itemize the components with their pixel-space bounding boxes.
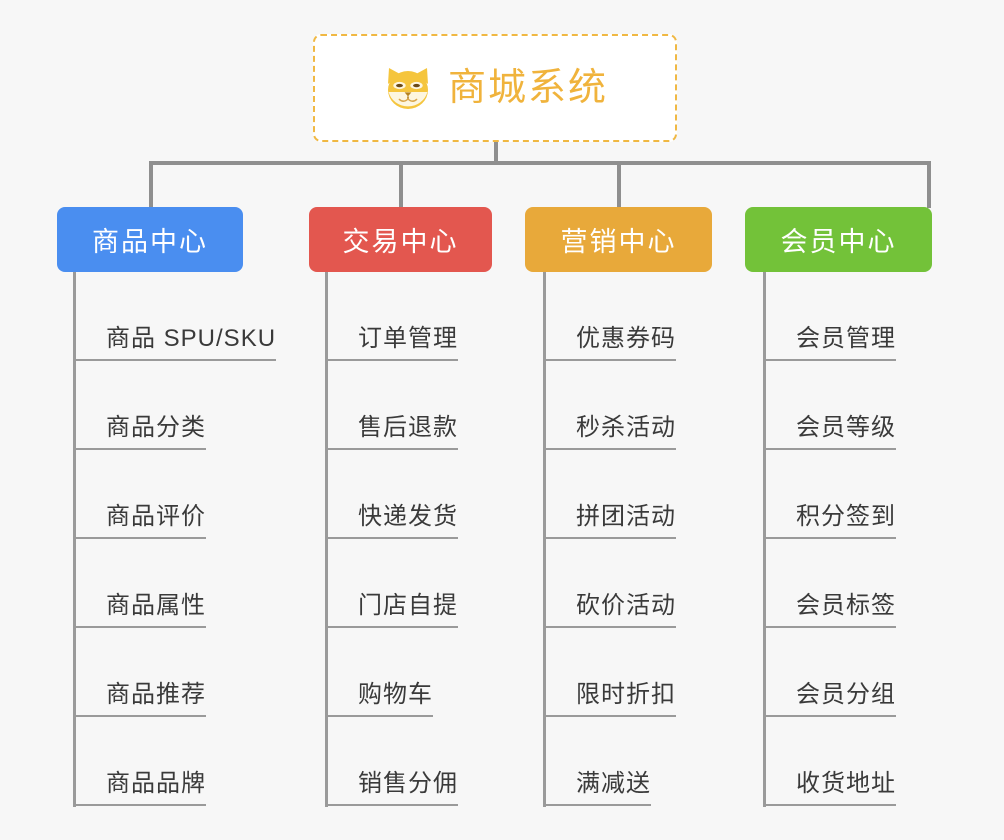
leaf-item: 会员标签 bbox=[766, 539, 896, 628]
leaf-label[interactable]: 积分签到 bbox=[766, 503, 896, 539]
leaf-item: 会员管理 bbox=[766, 272, 896, 361]
leaf-item: 积分签到 bbox=[766, 450, 896, 539]
leaf-label[interactable]: 门店自提 bbox=[328, 592, 458, 628]
leaf-item: 收货地址 bbox=[766, 717, 896, 806]
category-box-member-center[interactable]: 会员中心 bbox=[745, 207, 932, 272]
connector-stem bbox=[494, 142, 498, 164]
leaf-item: 购物车 bbox=[328, 628, 433, 717]
connector-drop-1 bbox=[149, 161, 153, 208]
leaf-label[interactable]: 商品 SPU/SKU bbox=[76, 325, 277, 361]
leaf-item: 商品分类 bbox=[76, 361, 206, 450]
leaf-item: 优惠券码 bbox=[546, 272, 676, 361]
leaf-item: 商品评价 bbox=[76, 450, 206, 539]
leaf-label[interactable]: 商品品牌 bbox=[76, 770, 206, 806]
leaf-label[interactable]: 限时折扣 bbox=[546, 681, 676, 717]
category-box-marketing-center[interactable]: 营销中心 bbox=[525, 207, 712, 272]
category-label: 商品中心 bbox=[92, 227, 208, 257]
leaf-label[interactable]: 砍价活动 bbox=[546, 592, 676, 628]
leaf-item: 商品属性 bbox=[76, 539, 206, 628]
leaf-item: 会员分组 bbox=[766, 628, 896, 717]
leaf-item: 拼团活动 bbox=[546, 450, 676, 539]
leaf-label[interactable]: 收货地址 bbox=[766, 770, 896, 806]
leaf-label[interactable]: 销售分佣 bbox=[328, 770, 458, 806]
leaf-label[interactable]: 购物车 bbox=[328, 681, 433, 717]
leaf-spine bbox=[325, 272, 328, 807]
leaf-spine bbox=[543, 272, 546, 807]
category-label: 会员中心 bbox=[780, 227, 897, 257]
leaf-item: 秒杀活动 bbox=[546, 361, 676, 450]
root-node-mall-system[interactable]: 商城系统 bbox=[313, 34, 677, 142]
leaf-item: 商品推荐 bbox=[76, 628, 206, 717]
leaf-label[interactable]: 满减送 bbox=[546, 770, 651, 806]
leaf-label[interactable]: 订单管理 bbox=[328, 325, 458, 361]
root-title: 商城系统 bbox=[447, 67, 608, 109]
leaf-label[interactable]: 商品推荐 bbox=[76, 681, 206, 717]
leaf-item: 满减送 bbox=[546, 717, 651, 806]
category-box-product-center[interactable]: 商品中心 bbox=[57, 207, 243, 272]
leaf-label[interactable]: 会员分组 bbox=[766, 681, 896, 717]
leaf-item: 商品品牌 bbox=[76, 717, 206, 806]
leaf-label[interactable]: 会员管理 bbox=[766, 325, 896, 361]
leaf-label[interactable]: 商品分类 bbox=[76, 414, 206, 450]
leaf-item: 会员等级 bbox=[766, 361, 896, 450]
leaf-item: 售后退款 bbox=[328, 361, 458, 450]
connector-drop-4 bbox=[927, 161, 931, 208]
leaf-item: 订单管理 bbox=[328, 272, 458, 361]
shiba-dog-face-icon bbox=[382, 62, 434, 114]
connector-drop-2 bbox=[399, 161, 403, 208]
leaf-item: 销售分佣 bbox=[328, 717, 458, 806]
leaf-spine bbox=[73, 272, 76, 807]
leaf-item: 门店自提 bbox=[328, 539, 458, 628]
leaf-item: 商品 SPU/SKU bbox=[76, 272, 277, 361]
connector-drop-3 bbox=[617, 161, 621, 208]
category-box-trade-center[interactable]: 交易中心 bbox=[309, 207, 492, 272]
connector-horizontal-bar bbox=[149, 161, 931, 165]
leaf-label[interactable]: 售后退款 bbox=[328, 414, 458, 450]
leaf-item: 砍价活动 bbox=[546, 539, 676, 628]
leaf-label[interactable]: 商品属性 bbox=[76, 592, 206, 628]
leaf-label[interactable]: 商品评价 bbox=[76, 503, 206, 539]
leaf-item: 限时折扣 bbox=[546, 628, 676, 717]
leaf-label[interactable]: 秒杀活动 bbox=[546, 414, 676, 450]
leaf-label[interactable]: 快递发货 bbox=[328, 503, 458, 539]
leaf-label[interactable]: 优惠券码 bbox=[546, 325, 676, 361]
leaf-spine bbox=[763, 272, 766, 807]
leaf-item: 快递发货 bbox=[328, 450, 458, 539]
leaf-label[interactable]: 会员标签 bbox=[766, 592, 896, 628]
category-label: 交易中心 bbox=[342, 227, 459, 257]
category-label: 营销中心 bbox=[560, 227, 677, 257]
leaf-label[interactable]: 拼团活动 bbox=[546, 503, 676, 539]
leaf-label[interactable]: 会员等级 bbox=[766, 414, 896, 450]
